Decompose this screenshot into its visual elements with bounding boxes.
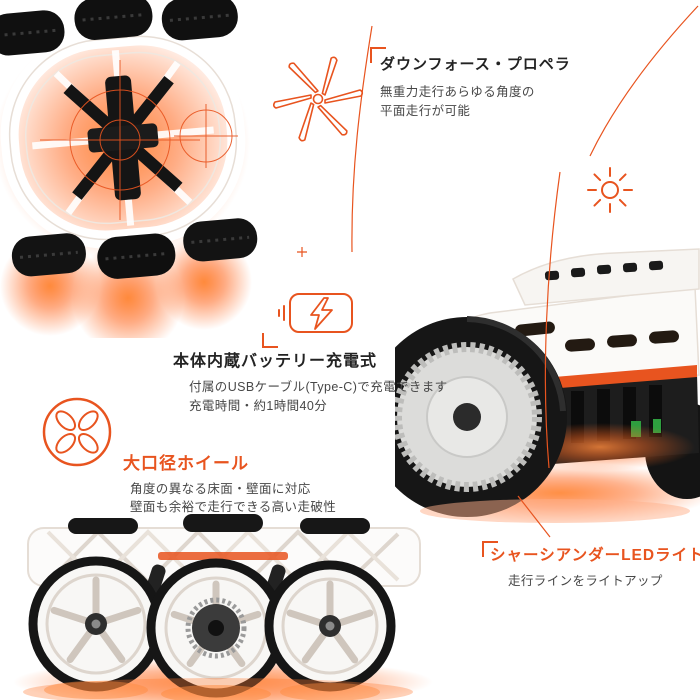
battery-desc-line: 付属のUSBケーブル(Type-C)で充電できます [189, 380, 448, 394]
rc-car-side-view [13, 514, 433, 700]
propeller-title: ダウンフォース・プロペラ [380, 56, 571, 73]
battery-desc-line: 充電時間・約1時間40分 [189, 399, 328, 413]
led-title: シャーシアンダーLEDライト [490, 547, 700, 564]
propeller-icon [272, 56, 364, 142]
rc-car-angled-view [395, 248, 700, 523]
propeller-desc-line: 無重力走行あらゆる角度の [380, 85, 535, 99]
wheel-icon [42, 397, 112, 467]
rc-car-top-view [0, 0, 258, 338]
top-view-chassis [0, 0, 258, 279]
side-wheel-middle [146, 558, 286, 698]
side-wheel-right [264, 560, 396, 692]
targeting-reticle [40, 60, 238, 220]
led-green [653, 419, 661, 433]
front-wheel [395, 316, 567, 517]
side-wheel-left [28, 556, 164, 692]
propeller-desc-line: 平面走行が可能 [380, 104, 471, 118]
battery-charging-icon [278, 293, 353, 333]
led-desc-line: 走行ラインをライトアップ [508, 574, 663, 588]
battery-title: 本体内蔵バッテリー充電式 [173, 353, 378, 370]
wheel-desc-line: 壁面も余裕で走行できる高い走破性 [130, 500, 337, 514]
sun-icon [587, 167, 633, 213]
wheel-title: 大口径ホイール [123, 454, 249, 473]
wheel-desc-line: 角度の異なる床面・壁面に対応 [130, 482, 311, 496]
